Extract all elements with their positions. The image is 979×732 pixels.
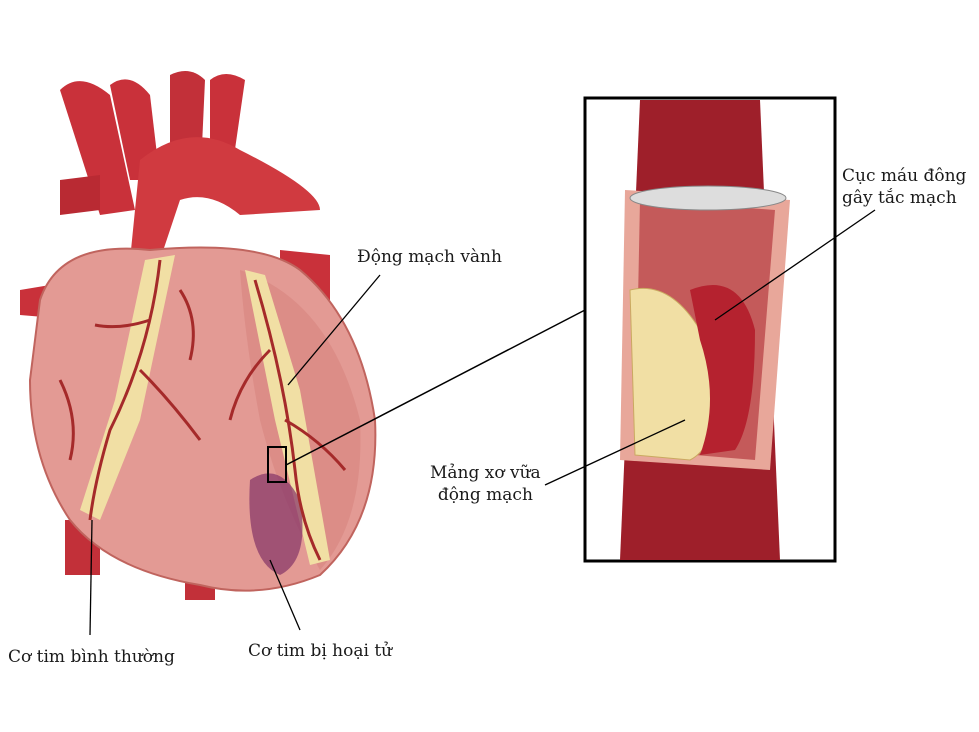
label-plaque-line1: Mảng xơ vữa bbox=[430, 463, 541, 483]
label-necrotic-muscle: Cơ tim bị hoại tử bbox=[248, 641, 393, 661]
label-plaque-line2: động mạch bbox=[437, 485, 533, 505]
label-blood-clot-line2: gây tắc mạch bbox=[842, 188, 957, 208]
leader-lines bbox=[89, 209, 876, 636]
coronary-arteries bbox=[58, 259, 347, 561]
necrotic-area bbox=[249, 473, 303, 575]
label-normal-muscle: Cơ tim bình thường bbox=[8, 647, 175, 667]
blood-clot bbox=[690, 285, 755, 455]
label-coronary-artery: Động mạch vành bbox=[357, 247, 502, 267]
artery-inset bbox=[583, 96, 837, 563]
label-blood-clot-line1: Cục máu đông bbox=[842, 166, 967, 186]
label-plaque: Mảng xơ vữa động mạch bbox=[430, 462, 541, 506]
label-blood-clot: Cục máu đông gây tắc mạch bbox=[842, 165, 966, 209]
